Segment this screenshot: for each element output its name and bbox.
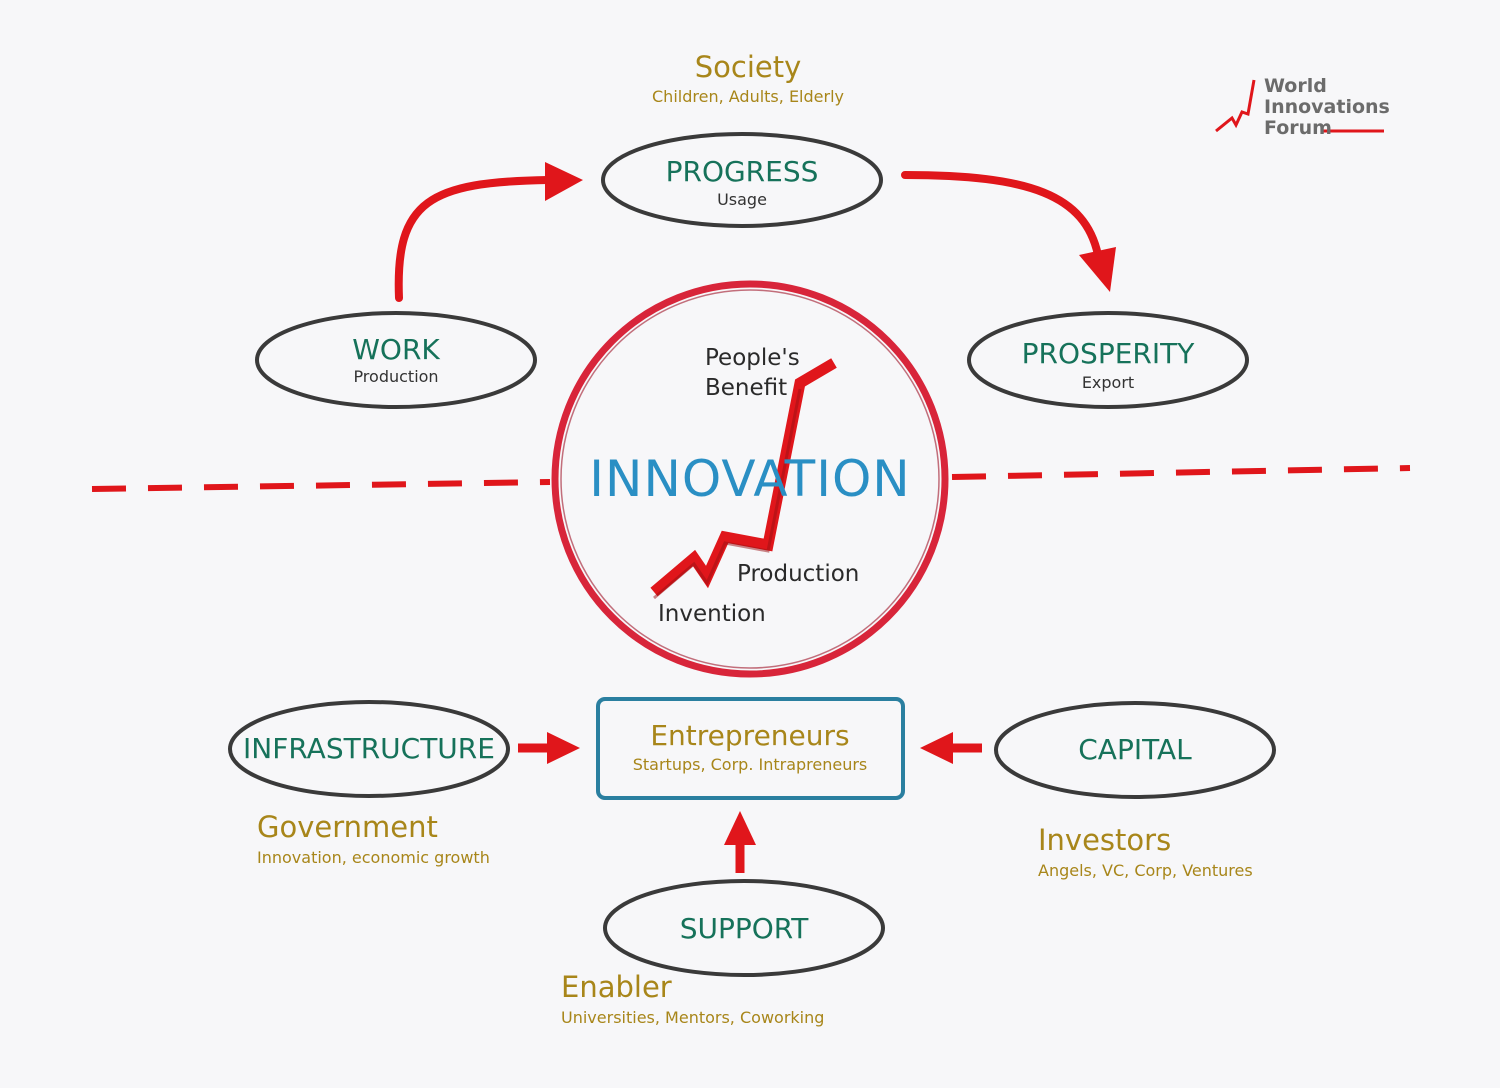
- logo-line-1: World: [1264, 75, 1327, 97]
- infrastructure-oval: [228, 700, 510, 798]
- capital-oval: [994, 701, 1276, 799]
- enabler-title: Enabler: [561, 970, 672, 1004]
- logo-line-3: Forum: [1264, 117, 1332, 139]
- work-subtitle: Production: [353, 367, 439, 386]
- label-invention: Invention: [658, 601, 766, 627]
- divider-dashed-line: [91, 465, 1411, 492]
- progress-subtitle: Usage: [717, 190, 767, 209]
- government-subtitle: Innovation, economic growth: [257, 848, 490, 867]
- label-production: Production: [737, 561, 860, 587]
- society-subtitle: Children, Adults, Elderly: [652, 87, 844, 106]
- prosperity-title: PROSPERITY: [1021, 337, 1195, 370]
- innovation-growth-line: [650, 358, 837, 597]
- logo-line-2: Innovations: [1264, 96, 1390, 118]
- entrepreneurs-title: Entrepreneurs: [650, 719, 850, 752]
- label-peoples: People's: [705, 345, 800, 371]
- infrastructure-title: INFRASTRUCTURE: [243, 732, 495, 765]
- arrow-progress-to-prosperity: [901, 171, 1102, 259]
- innovation-title: INNOVATION: [589, 450, 911, 508]
- support-title: SUPPORT: [679, 912, 809, 945]
- government-title: Government: [257, 810, 438, 844]
- entrepreneurs-box: [596, 697, 905, 800]
- capital-title: CAPITAL: [1078, 733, 1192, 766]
- progress-title: PROGRESS: [665, 155, 819, 188]
- work-title: WORK: [352, 333, 440, 366]
- arrow-capital-to-box-head: [920, 732, 953, 764]
- prosperity-subtitle: Export: [1081, 373, 1135, 392]
- arrow-progress-to-prosperity-head: [1079, 247, 1116, 292]
- prosperity-oval: [967, 311, 1249, 409]
- arrow-support-to-box-head: [724, 811, 756, 845]
- logo-mark: [1215, 79, 1384, 133]
- arrow-work-to-progress-head: [545, 162, 583, 201]
- arrow-work-to-progress: [394, 176, 552, 302]
- logo-text: World Innovations Forum: [1264, 76, 1390, 139]
- society-title: Society: [694, 50, 802, 84]
- label-benefit: Benefit: [705, 375, 788, 401]
- innovation-circle: [551, 280, 949, 678]
- support-oval: [603, 879, 885, 977]
- arrow-infrastructure-to-box-head: [547, 732, 580, 764]
- investors-title: Investors: [1038, 823, 1172, 857]
- investors-subtitle: Angels, VC, Corp, Ventures: [1038, 861, 1253, 880]
- work-oval: [255, 311, 537, 409]
- progress-oval: [601, 132, 883, 228]
- innovation-growth-line-shade: [653, 388, 802, 600]
- entrepreneurs-subtitle: Startups, Corp. Intrapreneurs: [632, 755, 868, 774]
- enabler-subtitle: Universities, Mentors, Coworking: [561, 1008, 825, 1027]
- innovation-circle-inner-edge: [560, 289, 940, 669]
